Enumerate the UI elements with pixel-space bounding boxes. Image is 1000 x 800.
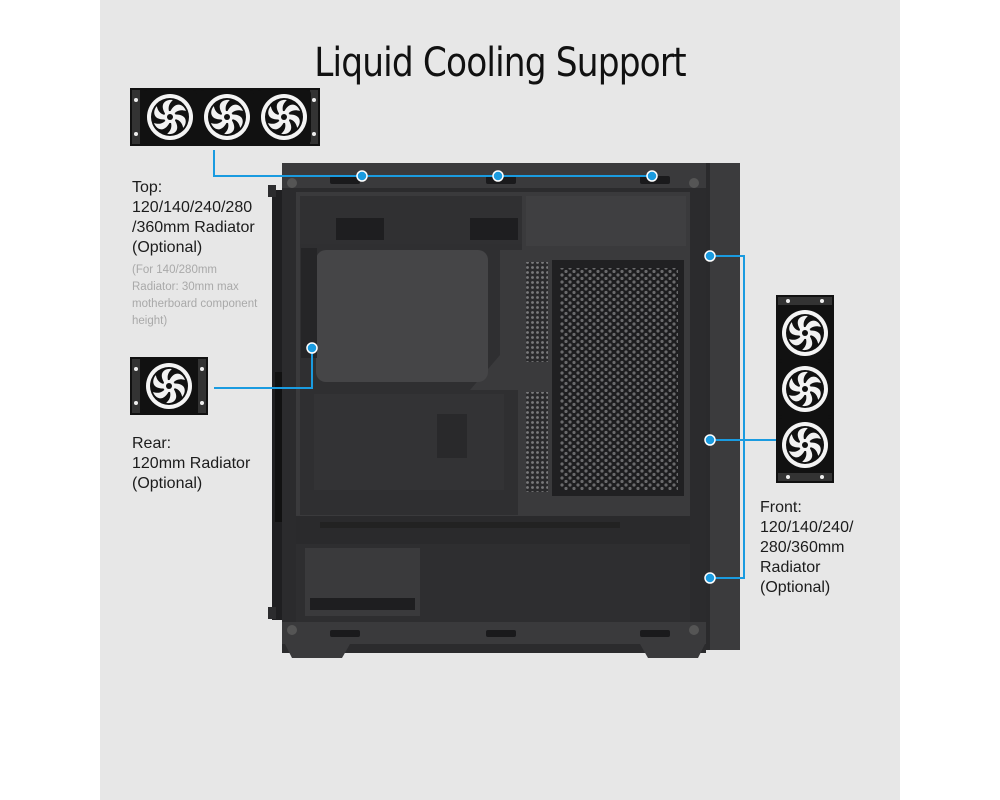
label-line: (Optional): [132, 475, 203, 492]
label-line: Front:: [760, 499, 802, 516]
fan-icon: [257, 90, 311, 144]
label-line: Radiator: [760, 559, 821, 576]
fan-icon: [778, 418, 832, 472]
note-line: height): [132, 315, 168, 327]
fan-icon: [143, 90, 197, 144]
radiator-120-icon: [130, 357, 208, 415]
label-line: 120mm Radiator: [132, 455, 251, 472]
label-line: 280/360mm: [760, 539, 845, 556]
top-radiator-label: Top: 120/140/240/280 /360mm Radiator (Op…: [132, 178, 255, 258]
pc-case-image: [268, 163, 740, 658]
fan-icon: [142, 359, 196, 413]
fan-icon: [778, 306, 832, 360]
label-line: Rear:: [132, 435, 172, 452]
connector-dots: [306, 170, 716, 584]
label-line: /360mm Radiator: [132, 219, 255, 236]
rear-radiator-label: Rear: 120mm Radiator (Optional): [132, 434, 250, 494]
label-line: 120/140/240/: [760, 519, 854, 536]
label-line: 120/140/240/280: [132, 199, 253, 216]
connector-lines: [213, 150, 776, 579]
note-line: Radiator: 30mm max: [132, 281, 239, 293]
label-line: (Optional): [132, 239, 203, 256]
radiator-360-icon: [776, 295, 834, 483]
label-line: (Optional): [760, 579, 831, 596]
fan-icon: [200, 90, 254, 144]
front-radiator-label: Front: 120/140/240/ 280/360mm Radiator (…: [760, 498, 853, 598]
label-line: Top:: [132, 179, 163, 196]
page-title: Liquid Cooling Support: [314, 40, 686, 86]
note-line: (For 140/280mm: [132, 264, 218, 276]
top-radiator-note: (For 140/280mm Radiator: 30mm max mother…: [132, 262, 257, 330]
note-line: motherboard component: [132, 298, 258, 310]
radiator-360-icon: [130, 88, 320, 146]
fan-icon: [778, 362, 832, 416]
